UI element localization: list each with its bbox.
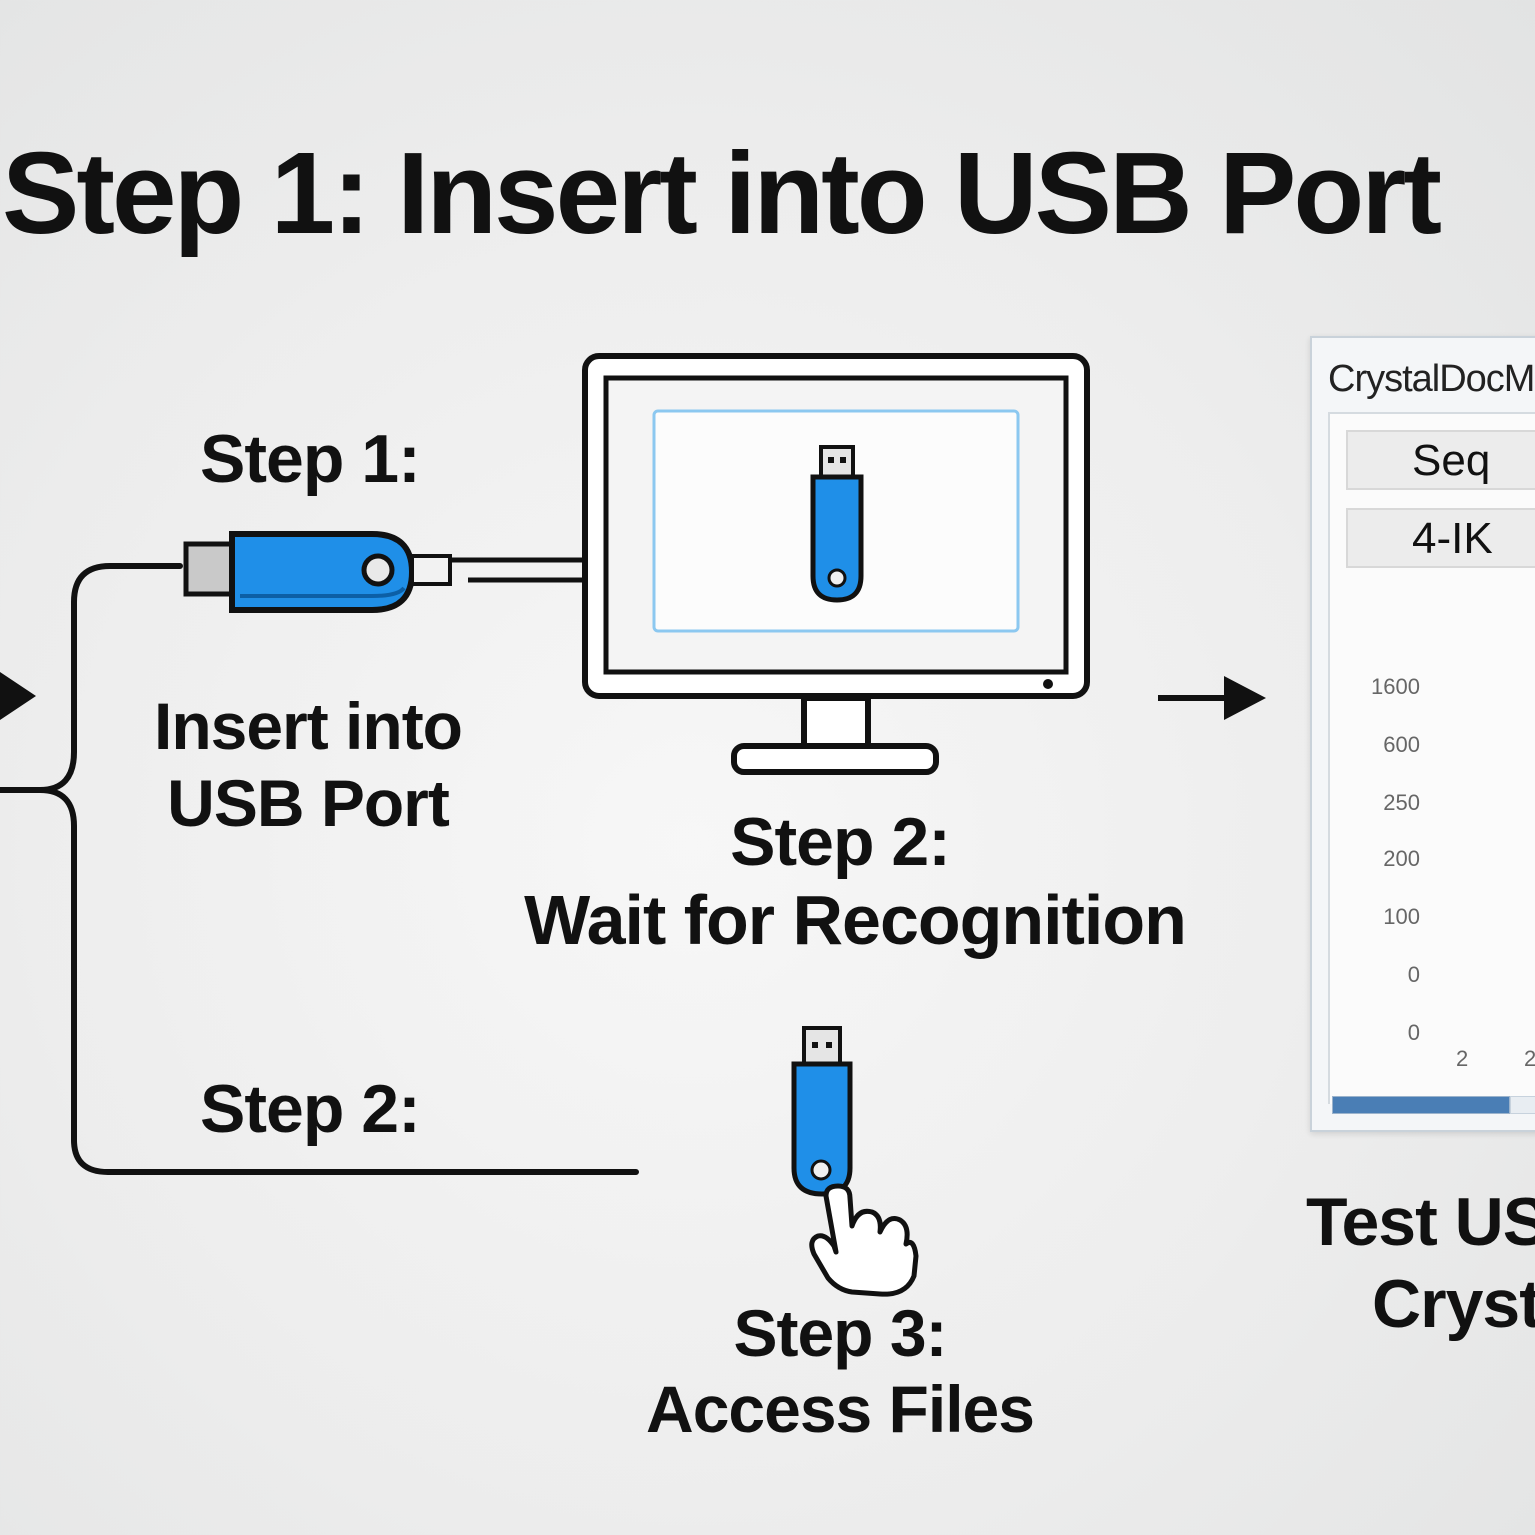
4k-test-button[interactable]: 4-IK xyxy=(1346,508,1535,568)
step1-heading: Step 1: xyxy=(200,421,421,497)
benchmark-window-title: CrystalDocM xyxy=(1328,358,1535,400)
chart-x-tick-label: 2 xyxy=(1524,1046,1535,1071)
step2-heading: Step 2: xyxy=(730,804,951,880)
step1-description: Insert into USB Port xyxy=(108,688,508,842)
chart-y-tick-label: 1600 xyxy=(1371,674,1420,699)
step2-branch-heading: Step 2: xyxy=(200,1071,421,1147)
benchmark-progress-bar xyxy=(1332,1096,1510,1114)
arrow-right-icon xyxy=(0,672,36,720)
chart-y-tick-label: 200 xyxy=(1383,846,1420,871)
usb-drive-icon xyxy=(183,531,452,613)
chart-y-tick-label: 600 xyxy=(1383,732,1420,757)
seq-test-button[interactable]: Seq xyxy=(1346,430,1535,490)
step1-description-line: USB Port xyxy=(167,766,450,841)
page-title: Step 1: Insert into USB Port xyxy=(2,128,1442,258)
usb-drive-icon xyxy=(791,1026,853,1197)
step3-description: Access Files xyxy=(646,1372,1035,1446)
chart-y-tick-label: 100 xyxy=(1383,904,1420,929)
test-caption-line: Test US xyxy=(1306,1184,1535,1260)
chart-x-tick-label: 2 xyxy=(1456,1046,1469,1071)
bracket-connector xyxy=(0,563,639,1175)
chart-y-tick-label: 250 xyxy=(1383,790,1420,815)
benchmark-panel: Seq 4-IK xyxy=(1328,412,1535,1104)
arrow-right-icon xyxy=(1158,676,1266,720)
step1-description-line: Insert into xyxy=(153,689,463,763)
chart-y-tick-label: 0 xyxy=(1407,1020,1420,1045)
step3-heading: Step 3: xyxy=(733,1296,947,1370)
usb-cable-line xyxy=(450,557,584,583)
step2-description: Wait for Recognition xyxy=(524,881,1187,959)
benchmark-progress-track xyxy=(1510,1096,1535,1114)
usb-drive-icon xyxy=(810,445,864,603)
hand-pointer-icon xyxy=(809,1183,919,1297)
test-caption-line: Cryst xyxy=(1372,1266,1535,1342)
benchmark-window: CrystalDocM Seq 4-IK xyxy=(1310,336,1535,1132)
chart-y-tick-label: 0 xyxy=(1407,962,1420,987)
